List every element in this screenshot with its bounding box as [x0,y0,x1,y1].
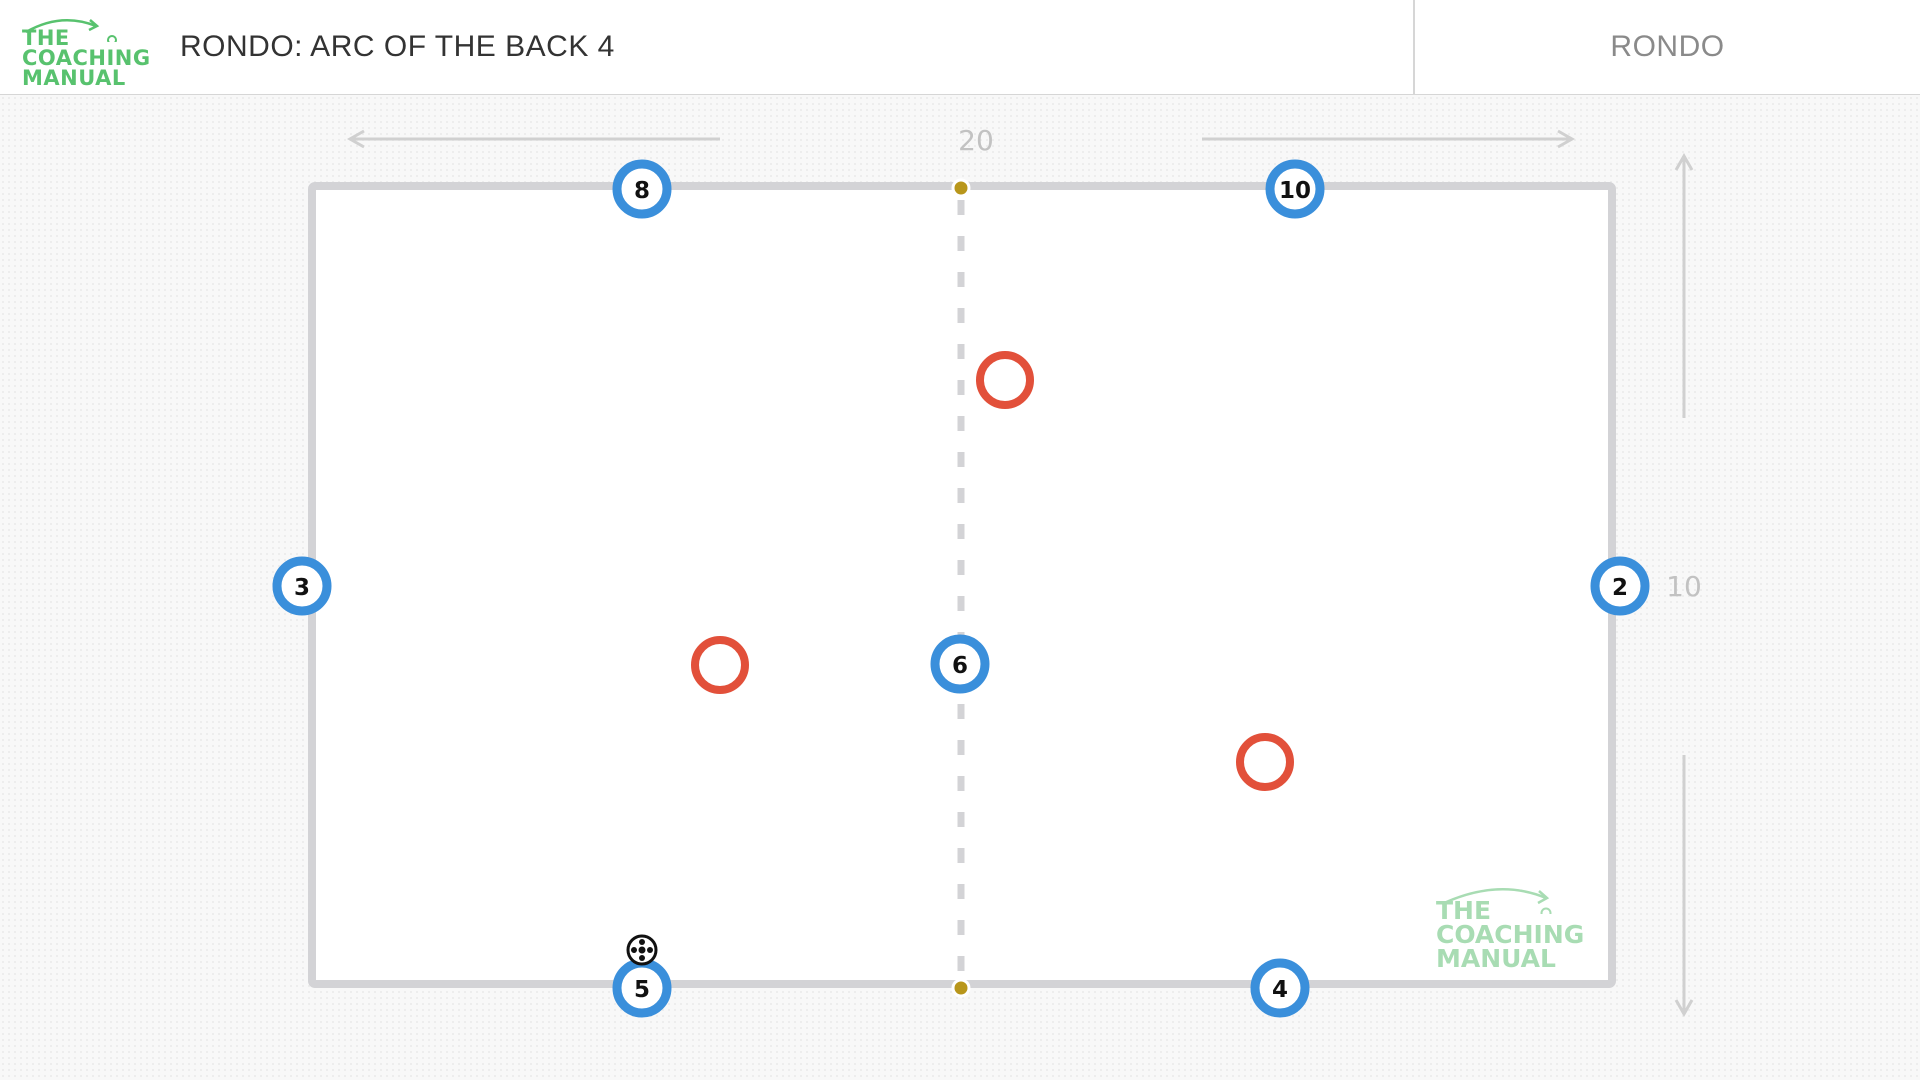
watermark-arrow-icon [1441,888,1552,914]
coaching-manual-watermark: THE COACHING MANUAL [1428,880,1608,973]
height-label: 10 [1666,570,1702,603]
player-3: 3 [272,556,332,616]
coaching-manual-logo: THE COACHING MANUAL [16,12,156,90]
category-label: RONDO [1610,30,1725,63]
player-8: 8 [612,159,672,219]
player-number: 3 [294,575,310,601]
player-number: 8 [634,178,650,204]
defender-marker [691,636,749,694]
page-title: RONDO: ARC OF THE BACK 4 [180,30,615,63]
cone-bottom [951,978,971,998]
logo-arrow-icon [25,19,117,42]
cone-top [951,178,971,198]
header-bar: THE COACHING MANUAL RONDO: ARC OF THE BA… [0,0,1920,95]
pitch-boundary [308,182,1616,988]
logo-line-2: COACHING [22,46,151,70]
player-5: 5 [612,958,672,1018]
defender-marker [976,351,1034,409]
logo-line-3: MANUAL [22,66,126,90]
football-icon [626,934,658,966]
header-divider [1413,0,1415,94]
player-6: 6 [930,634,990,694]
player-2: 2 [1590,556,1650,616]
player-number: 6 [952,653,968,679]
watermark-line-2: COACHING [1436,920,1585,949]
player-number: 2 [1612,575,1628,601]
defender-marker [1236,733,1294,791]
width-dimension-arrows [346,129,1576,149]
logo-line-1: THE [22,26,70,50]
player-10: 10 [1265,159,1325,219]
width-label: 20 [958,124,994,157]
player-number: 5 [634,977,650,1003]
watermark-line-3: MANUAL [1436,944,1556,973]
player-number: 4 [1272,977,1288,1003]
player-4: 4 [1250,958,1310,1018]
watermark-line-1: THE [1436,896,1492,925]
player-number: 10 [1279,178,1311,204]
height-dimension-arrows [1674,152,1694,1018]
